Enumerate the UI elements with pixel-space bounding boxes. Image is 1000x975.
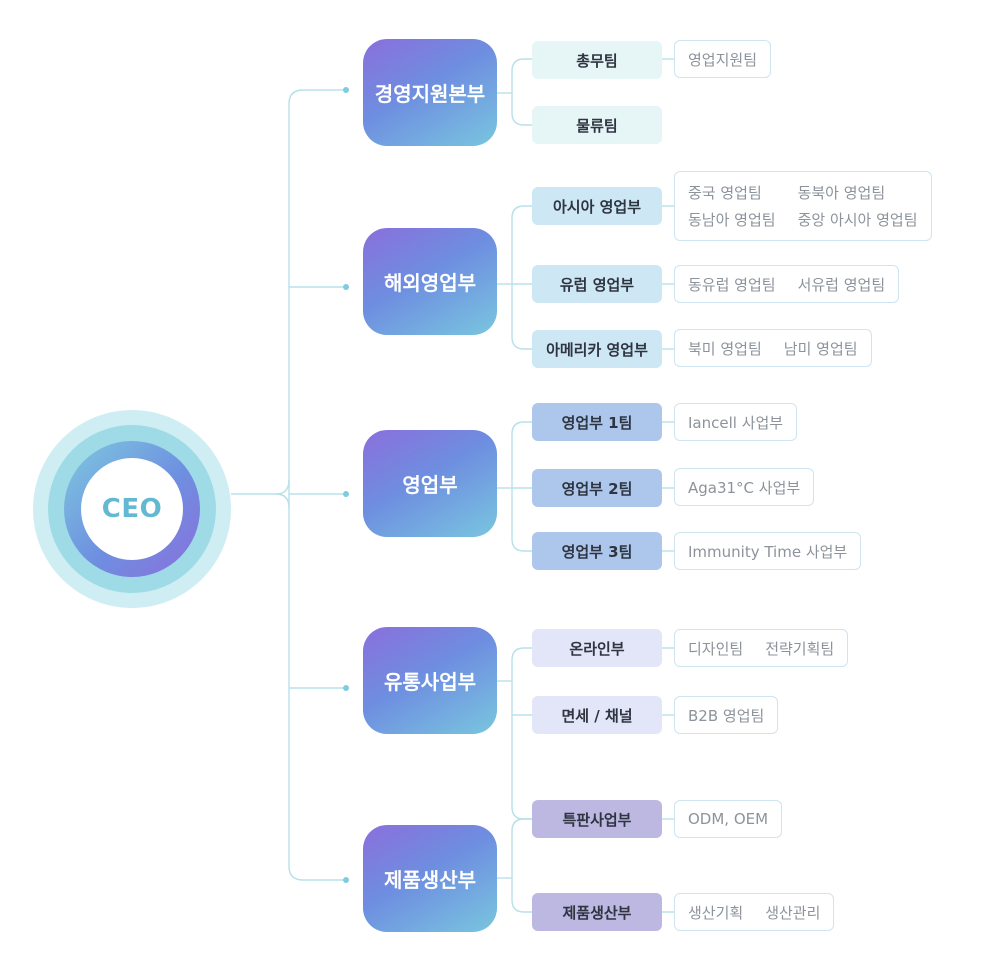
subteam-box: B2B 영업팀 xyxy=(674,696,779,734)
subteam-box: Aga31°C 사업부 xyxy=(674,468,815,506)
team-asia-sales: 아시아 영업부 xyxy=(532,187,662,225)
team-sales-3: 영업부 3팀 xyxy=(532,532,662,570)
subteam-box: 디자인팀 전략기획팀 xyxy=(674,629,849,667)
subteam-label: ODM, OEM xyxy=(688,810,769,828)
dept-overseas-sales: 해외영업부 xyxy=(363,228,497,335)
subteam-label: 서유럽 영업팀 xyxy=(797,275,886,294)
subteam-box: Iancell 사업부 xyxy=(674,403,798,441)
team-europe-sales: 유럽 영업부 xyxy=(532,265,662,303)
subteam-label: 중국 영업팀 xyxy=(688,184,762,202)
team-logistics: 물류팀 xyxy=(532,106,662,144)
subteam-box: 동유럽 영업팀 서유럽 영업팀 xyxy=(674,265,900,303)
subteam-label: 동북아 영업팀 xyxy=(797,184,886,202)
team-online: 온라인부 xyxy=(532,629,662,667)
subteam-label: 전략기획팀 xyxy=(765,639,835,658)
team-special-sales: 특판사업부 xyxy=(532,800,662,838)
subteam-label: 북미 영업팀 xyxy=(688,339,762,358)
team-general-affairs: 총무팀 xyxy=(532,41,662,79)
dept-sales: 영업부 xyxy=(363,430,497,537)
trunk-connector xyxy=(288,89,346,881)
dept-management-support: 경영지원본부 xyxy=(363,39,497,146)
subteam-label: 중앙 아시아 영업팀 xyxy=(797,211,918,229)
subteam-label: 생산기획 xyxy=(688,903,744,922)
subteam-label: Iancell 사업부 xyxy=(688,413,784,432)
subteam-label: 남미 영업팀 xyxy=(783,339,858,358)
team-america-sales: 아메리카 영업부 xyxy=(532,330,662,368)
dept-distribution: 유통사업부 xyxy=(363,627,497,734)
subteam-label: 생산관리 xyxy=(765,903,821,922)
subteam-label: B2B 영업팀 xyxy=(688,706,765,725)
subteam-box: Immunity Time 사업부 xyxy=(674,532,862,570)
subteam-label: Immunity Time 사업부 xyxy=(688,542,848,561)
subteam-label: Aga31°C 사업부 xyxy=(688,478,801,497)
subteam-label: 디자인팀 xyxy=(688,639,744,658)
subteam-box: ODM, OEM xyxy=(674,800,783,838)
subteam-box: 영업지원팀 xyxy=(674,40,772,78)
subteam-box: 생산기획 생산관리 xyxy=(674,893,835,931)
ceo-node: CEO xyxy=(81,458,183,560)
subteam-box: 중국 영업팀 동북아 영업팀 동남아 영업팀 중앙 아시아 영업팀 xyxy=(674,171,932,241)
subteam-label: 동남아 영업팀 xyxy=(688,211,776,229)
team-sales-1: 영업부 1팀 xyxy=(532,403,662,441)
team-duty-free-channel: 면세 / 채널 xyxy=(532,696,662,734)
subteam-label: 영업지원팀 xyxy=(688,50,758,69)
subteam-box: 북미 영업팀 남미 영업팀 xyxy=(674,329,872,367)
team-production: 제품생산부 xyxy=(532,893,662,931)
team-sales-2: 영업부 2팀 xyxy=(532,469,662,507)
dept-production: 제품생산부 xyxy=(363,825,497,932)
subteam-label: 동유럽 영업팀 xyxy=(688,275,776,294)
